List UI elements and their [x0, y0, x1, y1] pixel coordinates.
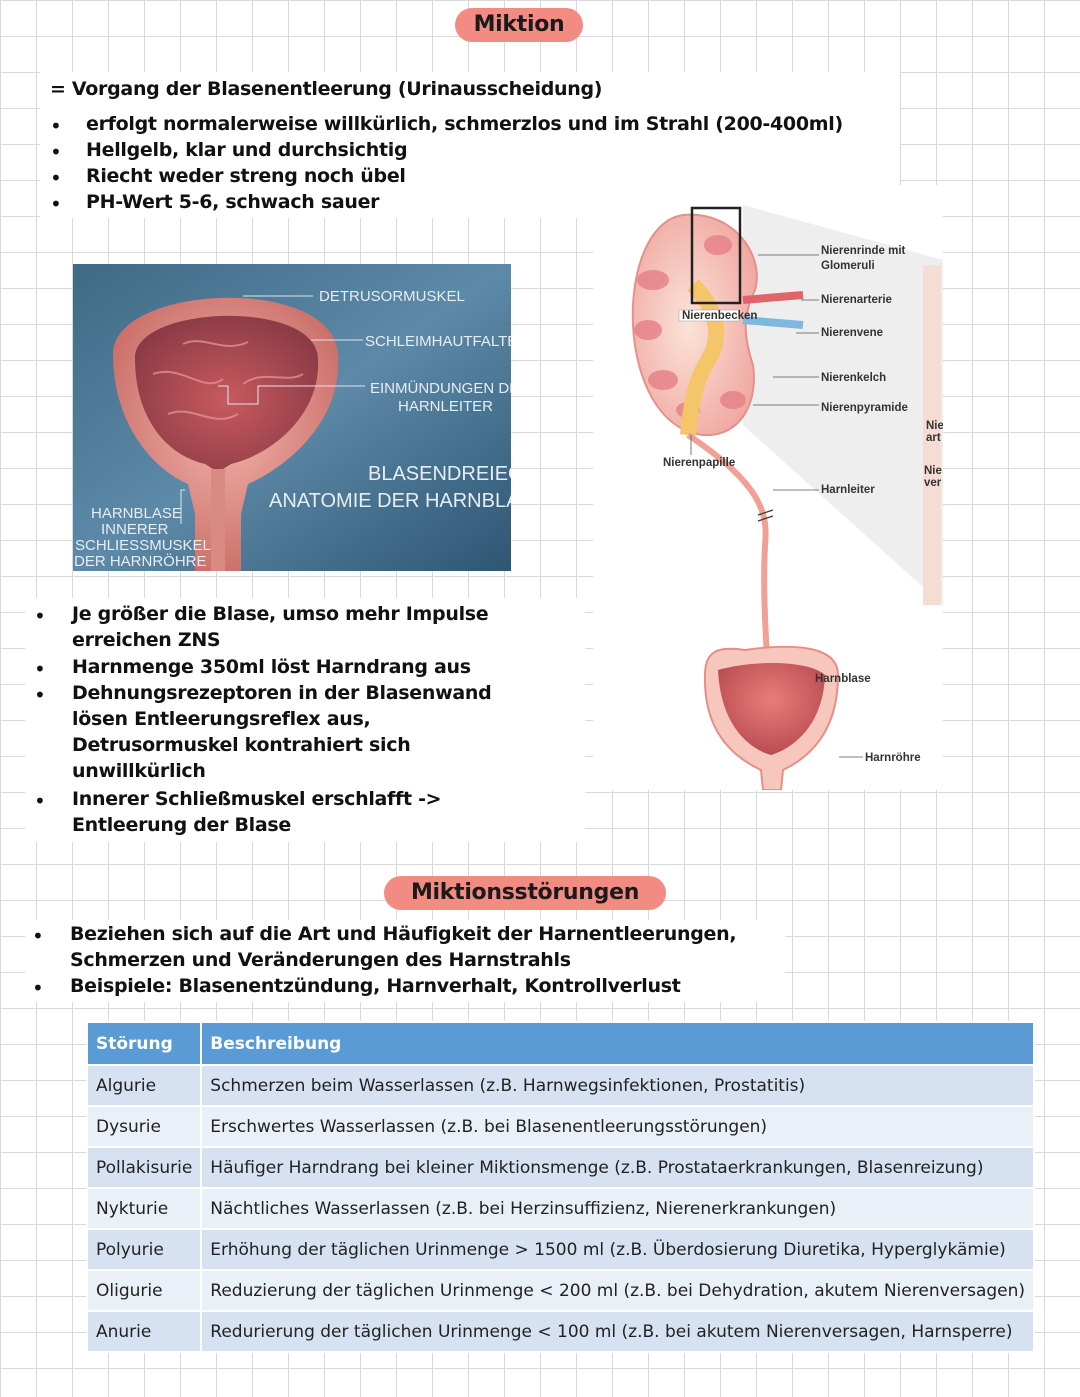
- cell-description: Häufiger Harndrang bei kleiner Miktionsm…: [200, 1146, 1036, 1189]
- label-cut-artery-2: art: [926, 432, 941, 444]
- process-item: Je größer die Blase, umso mehr Impulse: [72, 603, 489, 625]
- page-title: Miktion: [455, 8, 583, 42]
- cell-description: Reduzierung der täglichen Urinmenge < 20…: [200, 1269, 1036, 1312]
- label-urethra: Harnröhre: [865, 752, 921, 764]
- bullet-dot: •: [50, 192, 62, 216]
- label-renal-artery: Nierenarterie: [821, 294, 892, 306]
- label-renal-vein: Nierenvene: [821, 327, 883, 339]
- label-trigone: BLASENDREIECK: [368, 463, 511, 485]
- table-row: Polyurie Erhöhung der täglichen Urinmeng…: [85, 1228, 1036, 1271]
- header-description: Beschreibung: [200, 1021, 1036, 1066]
- label-glomeruli: Glomeruli: [821, 260, 875, 272]
- cell-description: Redurierung der täglichen Urinmenge < 10…: [200, 1310, 1036, 1353]
- header-disorder: Störung: [85, 1021, 203, 1066]
- table-row: Dysurie Erschwertes Wasserlassen (z.B. b…: [85, 1105, 1036, 1148]
- bullet-dot: •: [34, 683, 46, 707]
- cell-disorder: Pollakisurie: [85, 1146, 203, 1189]
- label-renal-calyx: Nierenkelch: [821, 372, 886, 384]
- label-renal-pelvis: Nierenbecken: [682, 310, 757, 322]
- property-item: Riecht weder streng noch übel: [86, 165, 406, 187]
- label-sphincter-1: HARNBLASE: [91, 505, 182, 522]
- urinary-tract-diagram: Nierenrinde mit Glomeruli Nierenarterie …: [593, 185, 944, 791]
- bullet-dot: •: [50, 166, 62, 190]
- process-background: [25, 598, 585, 842]
- label-cut-vein-2: ver: [924, 477, 942, 489]
- label-ureter-openings-2: HARNLEITER: [398, 398, 493, 415]
- disorders-intro-item: Beispiele: Blasenentzündung, Harnverhalt…: [70, 975, 681, 997]
- disorders-table: Störung Beschreibung Algurie Schmerzen b…: [85, 1021, 1036, 1353]
- label-cut-artery-1: Nie: [926, 420, 943, 432]
- label-bladder-anatomy: ANATOMIE DER HARNBLASE: [269, 490, 511, 512]
- cell-disorder: Oligurie: [85, 1269, 203, 1312]
- bullet-dot: •: [32, 976, 44, 1000]
- cell-description: Erschwertes Wasserlassen (z.B. bei Blase…: [200, 1105, 1036, 1148]
- label-detrusor: DETRUSORMUSKEL: [319, 288, 465, 305]
- property-item: Hellgelb, klar und durchsichtig: [86, 139, 408, 161]
- label-sphincter-3: SCHLIESSMUSKEL: [75, 537, 211, 554]
- bullet-dot: •: [34, 604, 46, 628]
- label-sphincter-2: INNERER: [101, 521, 169, 538]
- bullet-dot: •: [50, 114, 62, 138]
- table-row: Oligurie Reduzierung der täglichen Urinm…: [85, 1269, 1036, 1312]
- label-ureter: Harnleiter: [821, 484, 875, 496]
- process-item-cont: Detrusormuskel kontrahiert sich: [72, 734, 411, 756]
- label-renal-cortex: Nierenrinde mit: [821, 245, 906, 257]
- table-row: Anurie Redurierung der täglichen Urinmen…: [85, 1310, 1036, 1353]
- definition-text: = Vorgang der Blasenentleerung (Urinauss…: [50, 78, 603, 100]
- property-item: PH-Wert 5-6, schwach sauer: [86, 191, 380, 213]
- cell-description: Erhöhung der täglichen Urinmenge > 1500 …: [200, 1228, 1036, 1271]
- disorders-intro-item-cont: Schmerzen und Veränderungen des Harnstra…: [70, 949, 571, 971]
- process-item-cont: Entleerung der Blase: [72, 814, 291, 836]
- label-renal-papilla: Nierenpapille: [663, 457, 735, 469]
- cell-disorder: Dysurie: [85, 1105, 203, 1148]
- process-item-cont: lösen Entleerungsreflex aus,: [72, 708, 371, 730]
- cell-disorder: Nykturie: [85, 1187, 203, 1230]
- label-renal-pyramid: Nierenpyramide: [821, 402, 908, 414]
- label-cut-vein-1: Nie: [924, 465, 942, 477]
- disorders-intro-item: Beziehen sich auf die Art und Häufigkeit…: [70, 923, 737, 945]
- process-item-cont: erreichen ZNS: [72, 629, 221, 651]
- bladder-anatomy-image: DETRUSORMUSKEL SCHLEIMHAUTFALTEN EINMÜND…: [73, 264, 511, 571]
- bullet-dot: •: [50, 140, 62, 164]
- cell-description: Schmerzen beim Wasserlassen (z.B. Harnwe…: [200, 1064, 1036, 1107]
- section-title-disorders: Miktionsstörungen: [384, 876, 666, 910]
- cell-disorder: Algurie: [85, 1064, 203, 1107]
- table-header-row: Störung Beschreibung: [85, 1021, 1036, 1066]
- label-mucosa-folds: SCHLEIMHAUTFALTEN: [365, 333, 511, 350]
- bullet-dot: •: [34, 657, 46, 681]
- process-item: Harnmenge 350ml löst Harndrang aus: [72, 656, 471, 678]
- table-row: Algurie Schmerzen beim Wasserlassen (z.B…: [85, 1064, 1036, 1107]
- process-item-cont: unwillkürlich: [72, 760, 206, 782]
- disorders-intro-background: [25, 920, 785, 1002]
- table-row: Nykturie Nächtliches Wasserlassen (z.B. …: [85, 1187, 1036, 1230]
- process-item: Innerer Schließmuskel erschlafft ->: [72, 788, 442, 810]
- bullet-dot: •: [34, 789, 46, 813]
- table-row: Pollakisurie Häufiger Harndrang bei klei…: [85, 1146, 1036, 1189]
- bullet-dot: •: [32, 924, 44, 948]
- label-bladder: Harnblase: [815, 673, 871, 685]
- process-item: Dehnungsrezeptoren in der Blasenwand: [72, 682, 492, 704]
- cell-disorder: Anurie: [85, 1310, 203, 1353]
- label-sphincter-4: DER HARNRÖHRE: [74, 552, 207, 570]
- cell-description: Nächtliches Wasserlassen (z.B. bei Herzi…: [200, 1187, 1036, 1230]
- cell-disorder: Polyurie: [85, 1228, 203, 1271]
- property-item: erfolgt normalerweise willkürlich, schme…: [86, 113, 843, 135]
- label-ureter-openings: EINMÜNDUNGEN DER: [370, 379, 511, 397]
